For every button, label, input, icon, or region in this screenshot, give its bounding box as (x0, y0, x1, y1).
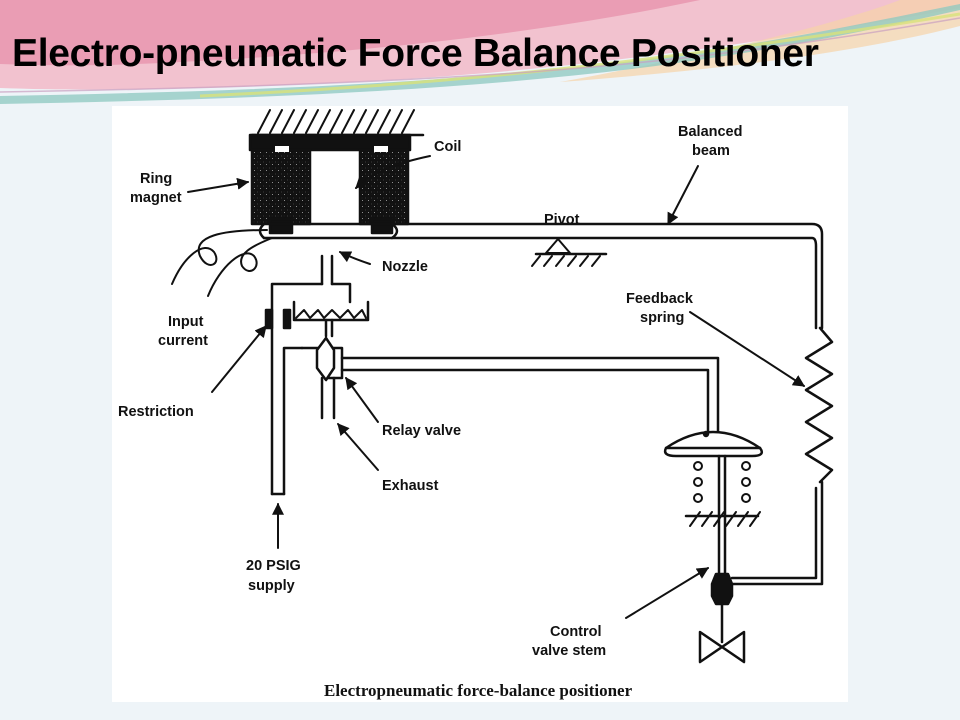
fixed-support (250, 109, 425, 137)
control-valve-stem-label: Control (550, 624, 602, 640)
feedback-spring-label: Feedback (626, 291, 694, 307)
actuator-springs (693, 461, 751, 503)
ring-magnet-assembly (248, 133, 412, 235)
feedback-spring-label: spring (640, 310, 684, 326)
balanced-beam-label: beam (692, 143, 730, 159)
supply-label: 20 PSIG (246, 558, 301, 574)
input-current-wires (171, 229, 273, 297)
figure-caption: Electropneumatic force-balance positione… (324, 681, 633, 700)
positioner-diagram: Coil Ring magnet Balanced beam Pivot Noz… (112, 106, 848, 702)
header-ribbon-teal (0, 4, 960, 104)
control-valve-stem-label: valve stem (532, 643, 606, 659)
header-ribbon-peach (520, 0, 960, 82)
restriction-label: Restriction (118, 404, 194, 420)
spring-seat (684, 511, 761, 527)
supply-label: supply (248, 578, 295, 594)
control-valve-stem (698, 454, 746, 664)
pivot (531, 238, 608, 267)
header-ribbon-rose (0, 0, 700, 66)
input-current-label: Input (168, 314, 204, 330)
feedback-spring (730, 326, 834, 586)
nozzle (320, 254, 334, 286)
restriction-orifice (264, 308, 274, 330)
balanced-beam-label: Balanced (678, 124, 742, 140)
ring-magnet-label: Ring (140, 171, 172, 187)
supply-line (264, 282, 352, 496)
relay-diaphragm (292, 300, 370, 338)
exhaust-label: Exhaust (382, 478, 439, 494)
slide-title: Electro-pneumatic Force Balance Position… (12, 32, 819, 75)
ring-magnet-label: magnet (130, 190, 182, 206)
input-current-label: current (158, 333, 208, 349)
relay-valve-label: Relay valve (382, 423, 461, 439)
coil-label: Coil (434, 139, 461, 155)
relay-valve (300, 336, 720, 443)
nozzle-label: Nozzle (382, 259, 428, 275)
header-ribbon-line (0, 17, 960, 93)
leader-arrows (187, 155, 806, 619)
actuator-diaphragm (663, 430, 763, 458)
pivot-label: Pivot (544, 212, 580, 228)
